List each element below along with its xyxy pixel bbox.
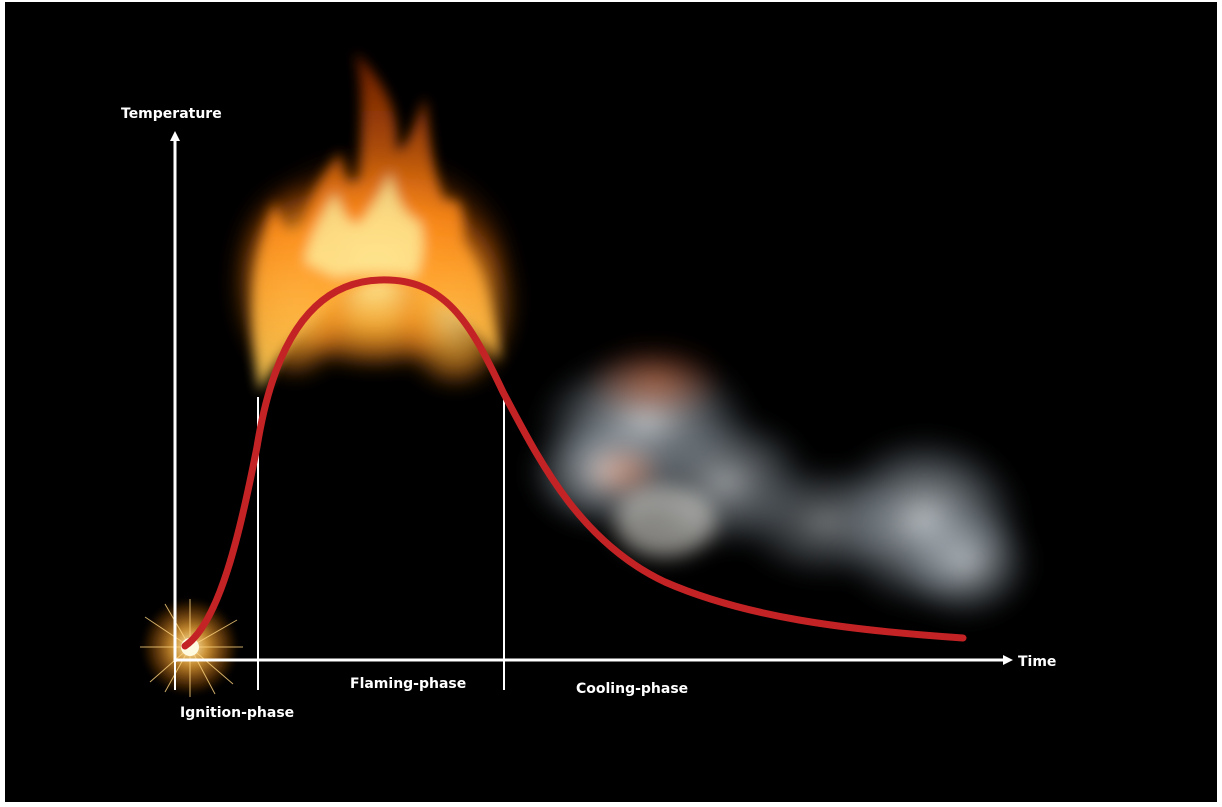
smoke-illustration (525, 342, 1035, 622)
cooling-phase-label: Cooling-phase (576, 681, 688, 697)
fire-phases-diagram: Temperature Time Ignition-phase Flaming-… (121, 52, 1056, 721)
ignition-phase-label: Ignition-phase (180, 705, 294, 721)
diagram-frame: Temperature Time Ignition-phase Flaming-… (5, 2, 1217, 802)
temperature-curve (181, 276, 967, 650)
x-axis-label: Time (1018, 654, 1056, 670)
spark-illustration (140, 599, 243, 697)
flaming-phase-label: Flaming-phase (350, 676, 466, 692)
y-axis-label: Temperature (121, 106, 222, 122)
